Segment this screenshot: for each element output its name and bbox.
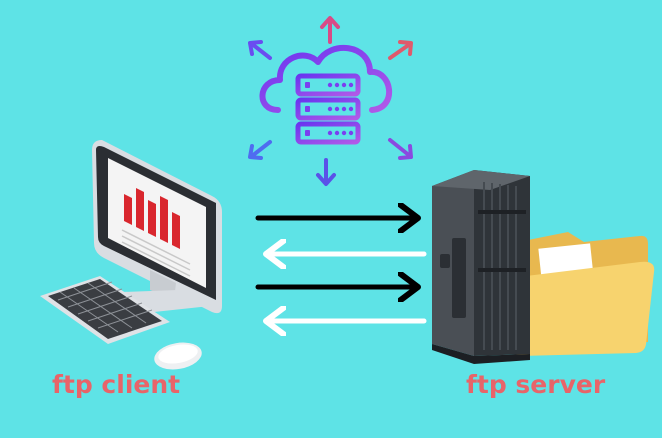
transfer-arrows	[255, 218, 427, 321]
folder-icon	[510, 232, 655, 356]
ftp-client-label: ftp client	[52, 370, 181, 399]
cloud-server-icon	[248, 16, 413, 186]
keyboard-icon	[40, 276, 170, 344]
computer-icon	[92, 140, 222, 314]
ftp-server-label: ftp server	[466, 370, 606, 399]
server-tower-icon	[432, 170, 530, 364]
mouse-icon	[154, 342, 202, 370]
